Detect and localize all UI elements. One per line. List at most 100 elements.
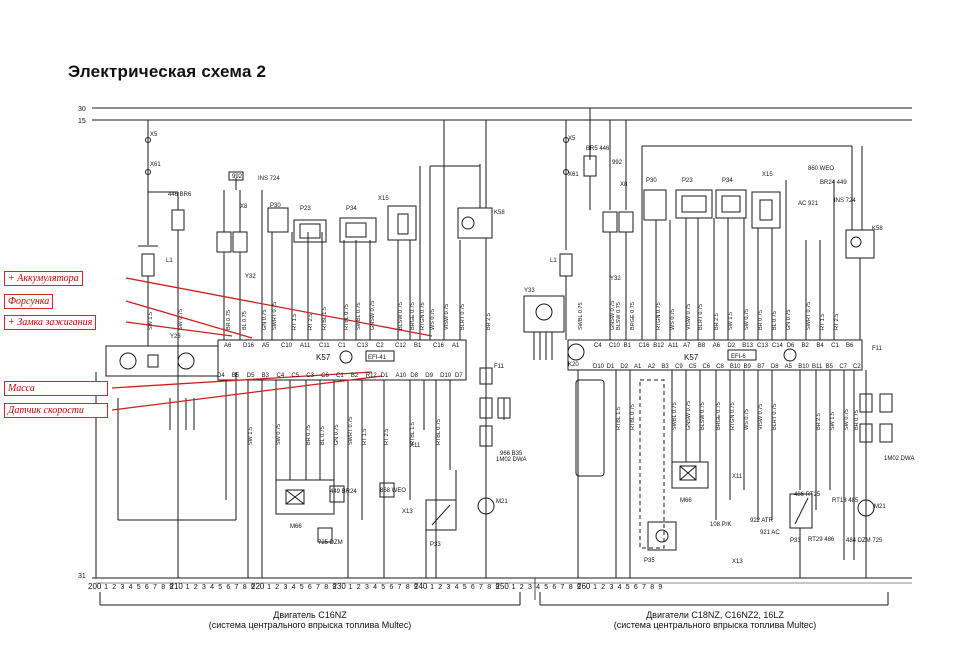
component-label: Y32 <box>245 274 256 280</box>
component-label: BR24 449 <box>820 180 847 186</box>
wire-label: SWBL 0.75 <box>356 302 362 330</box>
pin-label: C4 <box>594 343 602 349</box>
annotation-battery: + Аккумулятора <box>4 271 83 286</box>
scale-digit: 5 <box>300 584 304 591</box>
scale-digit: 4 <box>373 584 377 591</box>
component-label: P34 <box>346 206 357 212</box>
component-label: K20 <box>568 362 579 368</box>
scale-digit: 6 <box>471 584 475 591</box>
wire-label: BR 2.5 <box>714 313 720 330</box>
component-label: BR5 446 <box>586 146 610 152</box>
right-caption-line2: (система центрального впрыска топлива Mu… <box>613 620 817 630</box>
wire-label: SW 1.5 <box>148 312 154 330</box>
pin-label: D7 <box>455 373 463 379</box>
component-label: M66 <box>290 524 302 530</box>
wire-label: RTBL 0.75 <box>436 419 442 445</box>
component-label: F11 <box>494 364 505 370</box>
rail-30-label: 30 <box>78 106 86 113</box>
pin-label: B2 <box>802 343 810 349</box>
pin-label: D1 <box>607 364 615 370</box>
scale-digit: 9 <box>251 584 255 591</box>
scale-decade: 220 <box>251 582 265 591</box>
scale-digit: 4 <box>292 584 296 591</box>
scale-digit: 8 <box>406 584 410 591</box>
component-label: Y33 <box>524 288 535 294</box>
component-label: X11 <box>732 474 743 480</box>
annotation-ignition: + Замка зажигания <box>4 315 97 330</box>
pin-label: B10 <box>798 364 809 370</box>
component-label: M21 <box>874 504 886 510</box>
pin-label: D2 <box>620 364 628 370</box>
pin-label: C8 <box>716 364 724 370</box>
wire-label: GNSW 0.75 <box>686 401 692 430</box>
scale-digit: 7 <box>642 584 646 591</box>
scale-digit: 7 <box>479 584 483 591</box>
scale-digit: 9 <box>577 584 581 591</box>
page-title: Электрическая схема 2 <box>68 62 267 81</box>
component-label: K58 <box>494 210 505 216</box>
component-label: 484 DZM 725 <box>846 538 883 544</box>
component-label: L1 <box>550 258 557 264</box>
wire-label: BL 0.75 <box>320 426 326 445</box>
pin-label: D8 <box>771 364 779 370</box>
component-label: INS 724 <box>834 198 856 204</box>
pin-label: A11 <box>668 343 679 349</box>
wire-label: SW 1.5 <box>830 412 836 430</box>
wire-label: VISW 0.75 <box>758 404 764 430</box>
scale-digit: 5 <box>137 584 141 591</box>
component-label: M66 <box>680 498 692 504</box>
scale-digit: 2 <box>520 584 524 591</box>
component-label: X8 <box>240 204 248 210</box>
component-label: X5 <box>568 136 576 142</box>
component-label: P34 <box>722 178 733 184</box>
pin-label: A7 <box>683 343 691 349</box>
pin-label: C4 <box>277 373 285 379</box>
component-label: Y32 <box>610 276 621 282</box>
component-label: 1M02 DWA <box>496 457 526 463</box>
wire-label: RT 2.5 <box>384 429 390 445</box>
wire-label: BLSW 0.75 <box>616 302 622 330</box>
component-label: L1 <box>166 258 173 264</box>
component-label: 725 DZM <box>318 540 343 546</box>
component-label: 992 <box>612 160 623 166</box>
pin-label: C3 <box>306 373 314 379</box>
pin-label: B12 <box>653 343 664 349</box>
scale-digit: 3 <box>202 584 206 591</box>
pin-label: C10 <box>281 343 293 349</box>
scale-digit: 1 <box>267 584 271 591</box>
component-label: Y23 <box>170 334 181 340</box>
pin-label: C13 <box>757 343 769 349</box>
component-label: X13 <box>732 559 743 565</box>
wire-label: VISW 0.75 <box>686 304 692 330</box>
wire-label: RT 2.5 <box>308 314 314 330</box>
wire-label: BL 0.75 <box>772 311 778 330</box>
wire-label: BR 0.75 <box>226 310 232 330</box>
scale-digit: 8 <box>487 584 491 591</box>
pin-label: A5 <box>262 343 270 349</box>
scale-digit: 1 <box>349 584 353 591</box>
component-label: X5 <box>150 132 158 138</box>
component-label: AC 921 <box>798 201 819 207</box>
pin-label: D10 <box>440 373 452 379</box>
scale-digit: 7 <box>398 584 402 591</box>
pin-label: B7 <box>757 364 765 370</box>
right-caption-line1: Двигатели C18NZ, C16NZ2, 16LZ <box>646 610 784 620</box>
left-ecu-label: K57 <box>316 353 331 362</box>
component-label: RT29 486 <box>808 537 835 543</box>
pin-label: R12 <box>366 373 378 379</box>
pin-label: D8 <box>410 373 418 379</box>
component-label: 449 BR24 <box>330 489 357 495</box>
scale-digit: 6 <box>226 584 230 591</box>
wire-label: SW 1.5 <box>248 427 254 445</box>
wire-label: BL 0.75 <box>242 311 248 330</box>
scale-digit: 6 <box>389 584 393 591</box>
component-label: 1M02 DWA <box>884 456 914 462</box>
pin-label: A10 <box>396 373 407 379</box>
scale-digit: 7 <box>235 584 239 591</box>
scale-digit: 5 <box>218 584 222 591</box>
component-label: M21 <box>496 499 508 505</box>
